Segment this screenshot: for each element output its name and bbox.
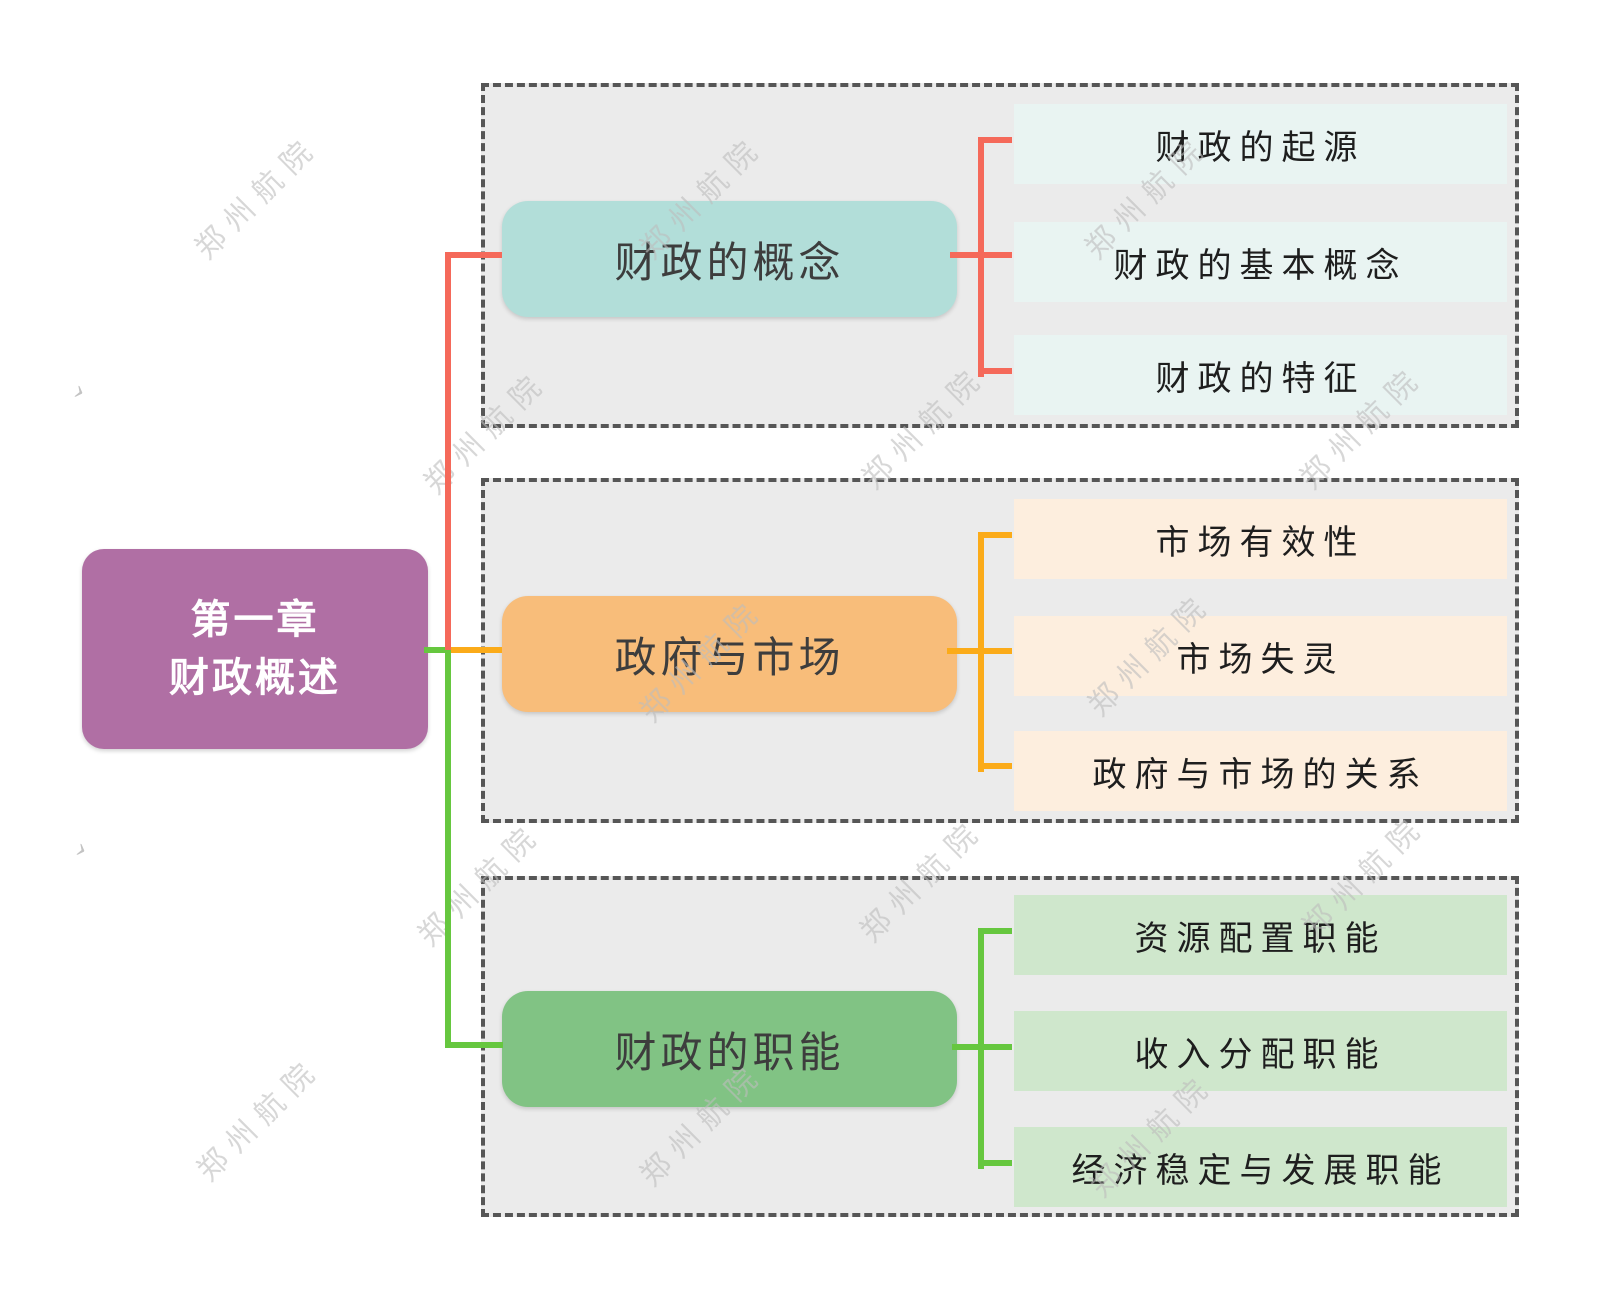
branch-3-item-3[interactable]: 经济稳定与发展职能	[1014, 1127, 1507, 1207]
connector-b1-vert	[978, 137, 984, 377]
branch-node-2[interactable]: 政府与市场	[502, 596, 957, 712]
branch-1-item-3-label: 财政的特征	[1155, 360, 1366, 398]
root-node-title-line1: 第一章	[190, 598, 320, 642]
branch-node-1[interactable]: 财政的概念	[502, 201, 957, 317]
branch-2-item-3-label: 政府与市场的关系	[1092, 756, 1429, 794]
branch-1-item-2[interactable]: 财政的基本概念	[1014, 222, 1507, 302]
connector-b2-vert	[978, 532, 984, 772]
connector-b3-stub-top	[978, 928, 1012, 934]
connector-b2-stub-top	[978, 532, 1012, 538]
branch-3-item-1[interactable]: 资源配置职能	[1014, 895, 1507, 975]
branch-1-item-2-label: 财政的基本概念	[1113, 247, 1408, 285]
branch-3-item-3-label: 经济稳定与发展职能	[1071, 1152, 1450, 1190]
connector-branch1-horiz	[445, 252, 502, 258]
connector-b1-stub-top	[978, 137, 1012, 143]
watermark-text: 郑州航院	[191, 1051, 328, 1188]
branch-node-1-label: 财政的概念	[614, 240, 845, 287]
branch-node-3[interactable]: 财政的职能	[502, 991, 957, 1107]
branch-1-item-1-label: 财政的起源	[1155, 129, 1366, 167]
branch-2-item-1-label: 市场有效性	[1155, 524, 1366, 562]
branch-2-item-2-label: 市场失灵	[1176, 641, 1345, 679]
connector-b3-vert	[978, 928, 984, 1169]
branch-3-item-2[interactable]: 收入分配职能	[1014, 1011, 1507, 1091]
watermark-text: 郑州航院	[189, 129, 326, 266]
branch-1-item-1[interactable]: 财政的起源	[1014, 104, 1507, 184]
branch-2-item-2[interactable]: 市场失灵	[1014, 616, 1507, 696]
connector-b1-stub-bot	[978, 368, 1012, 374]
branch-2-item-1[interactable]: 市场有效性	[1014, 499, 1507, 579]
branch-3-item-2-label: 收入分配职能	[1134, 1036, 1387, 1074]
connector-root-branch2	[448, 647, 502, 653]
branch-3-item-1-label: 资源配置职能	[1134, 920, 1387, 958]
branch-node-3-label: 财政的职能	[614, 1030, 845, 1077]
branch-2-item-3[interactable]: 政府与市场的关系	[1014, 731, 1507, 811]
connector-branch3-vert	[445, 650, 451, 1048]
branch-1-item-3[interactable]: 财政的特征	[1014, 335, 1507, 415]
connector-branch1-vert	[445, 252, 451, 653]
watermark-fragment: ›	[71, 830, 93, 865]
connector-b3-stub-bot	[978, 1160, 1012, 1166]
watermark-fragment: ›	[69, 372, 91, 407]
root-node[interactable]: 第一章 财政概述	[82, 549, 428, 749]
connector-b2-stub-bot	[978, 763, 1012, 769]
root-node-title-line2: 财政概述	[169, 656, 341, 700]
connector-branch3-horiz	[445, 1042, 503, 1048]
connector-root-stub	[424, 647, 452, 653]
branch-node-2-label: 政府与市场	[614, 635, 845, 682]
